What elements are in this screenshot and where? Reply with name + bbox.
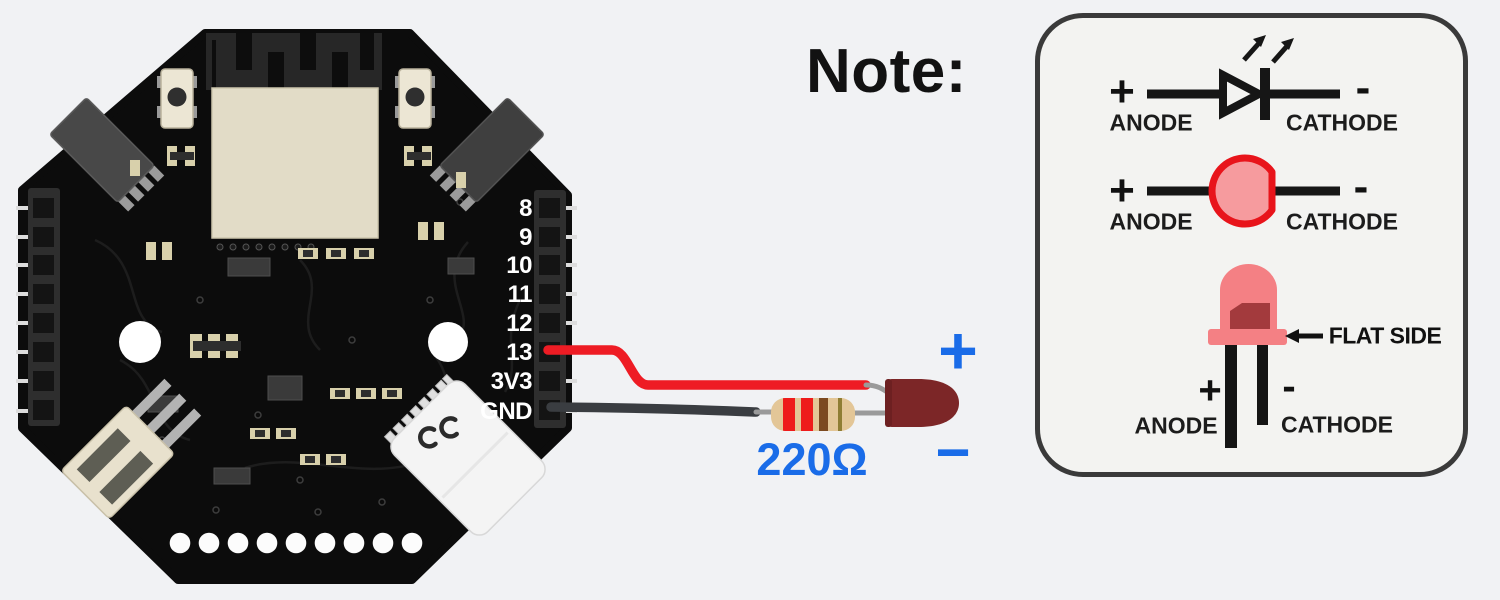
led-top-view-icon bbox=[1147, 154, 1340, 228]
dev-board-illustration bbox=[16, 29, 577, 584]
pin-label-10: 10 bbox=[506, 252, 532, 279]
led-side-view-icon bbox=[1208, 264, 1323, 448]
pin-label-8: 8 bbox=[519, 195, 532, 222]
light-arrows-icon bbox=[1242, 35, 1294, 64]
pin-label-9: 9 bbox=[519, 224, 532, 251]
pin-label-3v3: 3V3 bbox=[490, 368, 533, 395]
battery-connector bbox=[62, 378, 202, 518]
schematic-cathode-label: CATHODE bbox=[1285, 109, 1399, 136]
flat-side-label: FLAT SIDE bbox=[1328, 322, 1442, 349]
flat-side-arrow-icon bbox=[1285, 329, 1323, 343]
led-negative-label: − bbox=[935, 418, 971, 486]
side-view-plus-sign: + bbox=[1198, 368, 1222, 413]
schematic-plus-sign: + bbox=[1109, 67, 1135, 116]
note-panel: + - ANODE CATHODE + - ANODE CATHODE + - … bbox=[1035, 13, 1468, 477]
wifi-antenna-icon bbox=[206, 33, 382, 90]
led-red bbox=[885, 379, 959, 427]
connector-top-left bbox=[50, 98, 165, 212]
pin-label-13: 13 bbox=[506, 339, 532, 366]
top-view-cathode-label: CATHODE bbox=[1285, 208, 1399, 235]
note-panel-graphics bbox=[1147, 35, 1340, 448]
schematic-minus-sign: - bbox=[1355, 63, 1371, 112]
schematic-anode-label: ANODE bbox=[1109, 109, 1193, 136]
boot-button bbox=[157, 68, 197, 129]
ground-wire-black bbox=[546, 402, 761, 417]
resistor-value-label: 220Ω bbox=[756, 434, 868, 485]
led-schematic-symbol-icon bbox=[1147, 35, 1340, 120]
usb-marking-icon bbox=[418, 416, 459, 449]
castellated-pads bbox=[169, 532, 423, 554]
top-view-minus-sign: - bbox=[1353, 162, 1369, 211]
usb-c-port bbox=[383, 373, 546, 536]
left-pin-header bbox=[16, 188, 60, 426]
smd-components bbox=[130, 146, 475, 485]
reset-button bbox=[395, 68, 435, 129]
top-view-anode-label: ANODE bbox=[1109, 208, 1193, 235]
top-view-plus-sign: + bbox=[1109, 166, 1135, 215]
pin-label-12: 12 bbox=[506, 310, 532, 337]
led-positive-label: + bbox=[938, 313, 978, 389]
connector-top-right bbox=[429, 98, 544, 212]
side-view-cathode-label: CATHODE bbox=[1280, 411, 1394, 438]
pin-label-11: 11 bbox=[507, 281, 533, 308]
mounting-holes bbox=[119, 321, 468, 363]
right-pin-header bbox=[534, 190, 577, 428]
pin-label-gnd: GND bbox=[480, 398, 532, 425]
note-title: Note: bbox=[806, 37, 967, 106]
esp32-module bbox=[211, 87, 379, 251]
side-view-minus-sign: - bbox=[1282, 364, 1296, 409]
signal-wire-red bbox=[543, 345, 871, 390]
resistor-220ohm bbox=[771, 398, 855, 431]
wiring-illustration bbox=[543, 345, 959, 431]
side-view-anode-label: ANODE bbox=[1134, 412, 1218, 439]
